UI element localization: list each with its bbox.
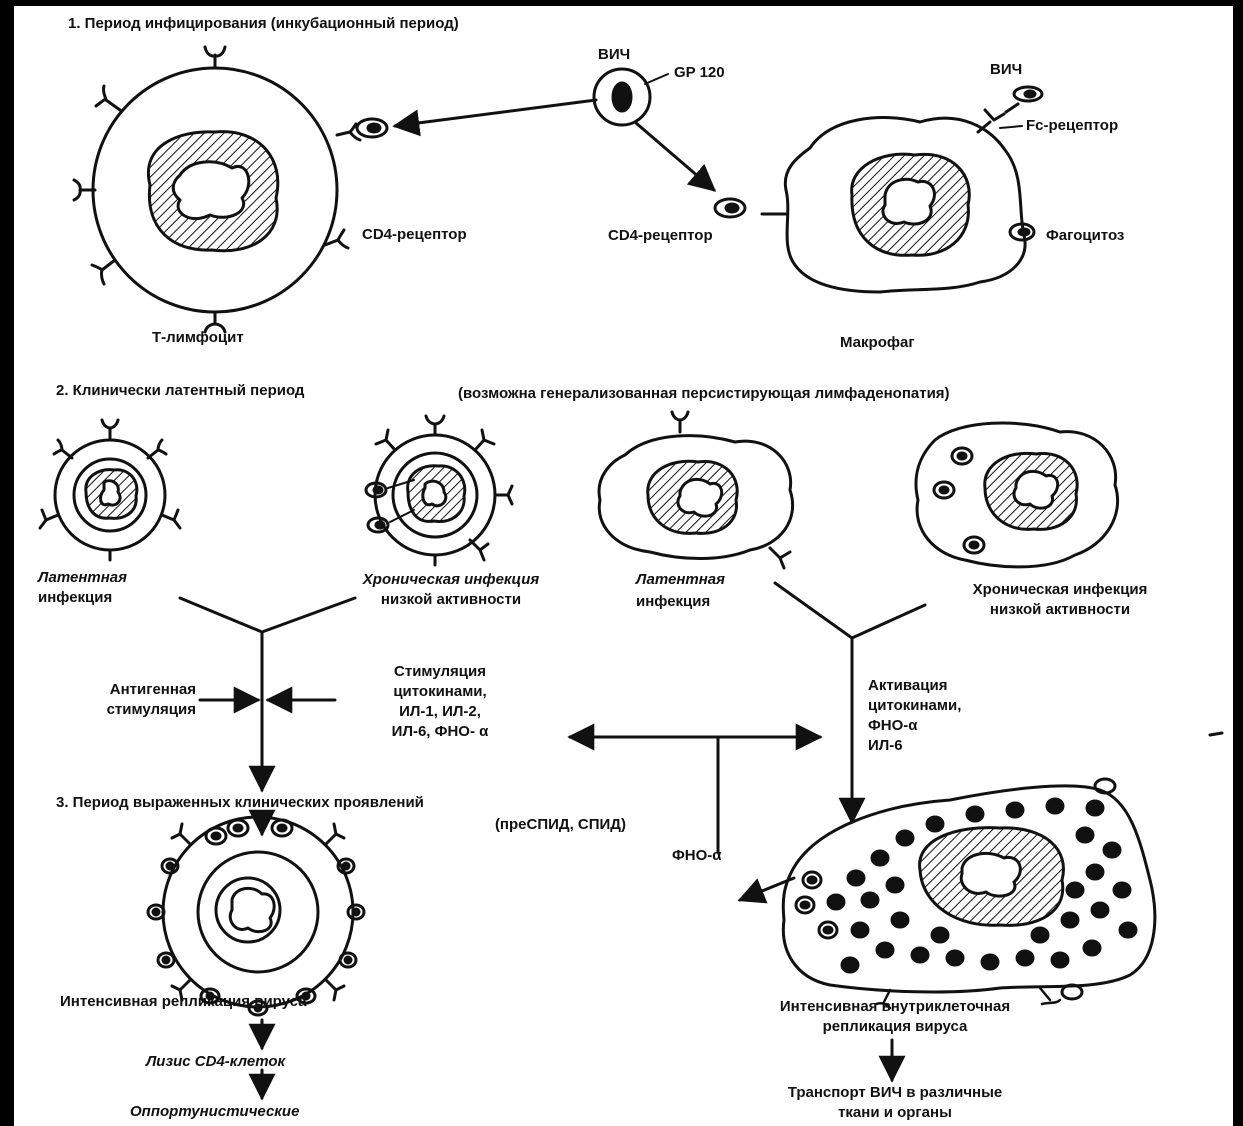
- chronic-infection-label-1b: низкой активности: [296, 590, 606, 610]
- section3-title: 3. Период выраженных клинических проявле…: [56, 793, 424, 813]
- latent-infection-label-2a: Латентная: [636, 570, 725, 590]
- t-lymphocyte-label: Т-лимфоцит: [152, 328, 244, 348]
- lysis-label: Лизис CD4-клеток: [146, 1052, 285, 1072]
- arrow-hiv-to-tcell: [395, 100, 596, 126]
- section1-title: 1. Период инфицирования (инкубационный п…: [68, 14, 459, 34]
- free-hiv-virion: [594, 69, 668, 125]
- cytokine-stim-label-c: ИЛ-1, ИЛ-2,: [350, 702, 530, 722]
- latent-infection-label-1b: инфекция: [38, 588, 112, 608]
- fc-receptor-label: Fc-рецептор: [1026, 116, 1118, 136]
- infected-macrophage: [783, 779, 1155, 1008]
- section2-title: 2. Клинически латентный период: [56, 381, 304, 401]
- latent-infection-label-2b: инфекция: [636, 592, 710, 612]
- macrophage-cell: [715, 87, 1042, 292]
- chronic-infection-label-1a: Хроническая инфекция: [296, 570, 606, 590]
- intensive-replication-label: Интенсивная репликация вируса: [60, 992, 306, 1012]
- cytokine-act-label-d: ИЛ-6: [868, 736, 903, 756]
- chronic-infection-label-2b: низкой активности: [900, 600, 1220, 620]
- cytokine-act-label-c: ФНО-α: [868, 716, 918, 736]
- t-lymphocyte-cell: [74, 47, 360, 332]
- cd4-receptor-label-right: CD4-рецептор: [608, 226, 713, 246]
- section3-subtitle: (преСПИД, СПИД): [380, 815, 626, 835]
- chronic-macrophage: [916, 423, 1118, 567]
- hiv-label-right: ВИЧ: [990, 60, 1022, 80]
- cytokine-stim-label-a: Стимуляция: [350, 662, 530, 682]
- chronic-infection-label-2a: Хроническая инфекция: [900, 580, 1220, 600]
- virus-bound-t-cell: [357, 119, 387, 137]
- transport-label-b: ткани и органы: [700, 1103, 1090, 1123]
- cd4-receptor-label-left: CD4-рецептор: [362, 225, 467, 245]
- cytokine-act-label-b: цитокинами,: [868, 696, 961, 716]
- phagocytosis-label: Фагоцитоз: [1046, 226, 1124, 246]
- antigen-stim-label-b: стимуляция: [30, 700, 196, 720]
- section2-subtitle: (возможна генерализованная персистирующа…: [458, 384, 950, 404]
- lysing-t-cell: [148, 817, 364, 1015]
- transport-label-a: Транспорт ВИЧ в различные: [700, 1083, 1090, 1103]
- hiv-label: ВИЧ: [598, 45, 630, 65]
- macrophage-label: Макрофаг: [840, 333, 915, 353]
- arrow-hiv-to-macrophage: [636, 123, 714, 190]
- gp120-label: GP 120: [674, 63, 725, 83]
- cytokine-stim-label-d: ИЛ-6, ФНО- α: [350, 722, 530, 742]
- tnf-label: ФНО-α: [672, 846, 722, 866]
- cytokine-act-label-a: Активация: [868, 676, 947, 696]
- latent-t-cell: [40, 420, 180, 560]
- antigen-stim-label-a: Антигенная: [30, 680, 196, 700]
- intracellular-replication-label-a: Интенсивная внутриклеточная: [700, 997, 1090, 1017]
- latent-infection-label-1a: Латентная: [38, 568, 127, 588]
- chronic-t-cell: [366, 416, 512, 565]
- cytokine-stim-label-b: цитокинами,: [350, 682, 530, 702]
- opportunistic-label: Оппортунистические: [130, 1102, 299, 1122]
- virus-bound-macrophage: [715, 199, 745, 217]
- intracellular-replication-label-b: репликация вируса: [700, 1017, 1090, 1037]
- latent-macrophage: [599, 412, 793, 568]
